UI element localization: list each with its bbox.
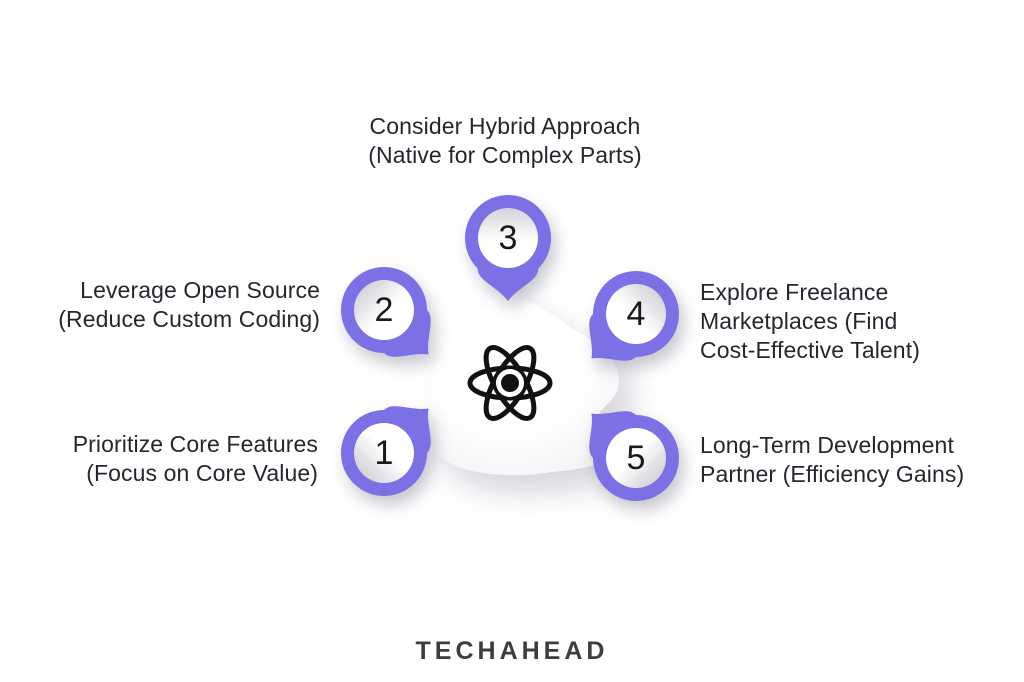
label-line: Partner (Efficiency Gains) [700,461,965,487]
react-atom-icon [460,338,560,428]
pin-1-shape [341,406,431,496]
pin-4-number: 4 [626,294,646,333]
pin-5-number: 5 [626,438,646,477]
atom-orbit [483,345,537,421]
pin-2-number: 2 [374,290,394,329]
label-line: Cost-Effective Talent) [700,337,920,363]
pin-inner-circle [606,428,666,488]
pin-inner-circle [354,280,414,340]
label-line: Prioritize Core Features [72,431,318,457]
label-line: Explore Freelance [700,279,889,305]
techahead-logo: TECHAHEAD [415,637,609,665]
atom-orbit [483,345,537,421]
pin-5-shape [589,411,679,501]
label-line: Long-Term Development [700,432,954,458]
pin-2-shape [341,267,431,357]
pin-2: 2 [324,255,444,405]
label-item-3: Consider Hybrid Approach (Native for Com… [295,112,715,170]
pin-inner-circle [478,208,538,268]
pin-1: 1 [324,398,444,548]
label-item-1: Prioritize Core Features (Focus on Core … [18,430,318,488]
label-item-2: Leverage Open Source (Reduce Custom Codi… [20,276,320,334]
pin-5: 5 [576,403,696,553]
pin-4-shape [589,271,679,361]
label-line: Consider Hybrid Approach [369,113,641,139]
atom-nucleus [501,374,519,392]
pin-3: 3 [448,183,568,333]
atom-orbit [467,365,553,401]
label-item-4: Explore Freelance Marketplaces (Find Cos… [700,278,970,365]
pin-inner-circle [606,284,666,344]
pin-3-number: 3 [498,218,518,257]
pin-3-shape [465,194,551,301]
label-line: Leverage Open Source [80,277,320,303]
react-atom-svg [467,345,553,421]
label-line: (Native for Complex Parts) [368,142,642,168]
pin-1-number: 1 [374,433,394,472]
pin-inner-circle [354,423,414,483]
label-line: Marketplaces (Find [700,308,898,334]
label-line: (Reduce Custom Coding) [58,306,320,332]
label-line: (Focus on Core Value) [86,460,318,486]
label-item-5: Long-Term Development Partner (Efficienc… [700,431,1000,489]
pin-4: 4 [576,259,696,409]
